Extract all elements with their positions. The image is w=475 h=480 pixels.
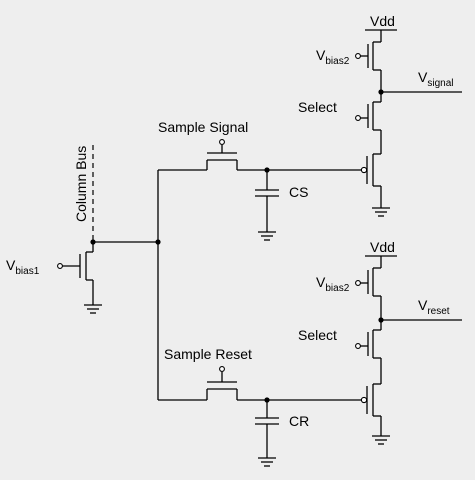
bias2-top-transistor [355, 41, 382, 92]
vdd-top-label: Vdd [370, 13, 395, 29]
select-top-transistor [355, 92, 382, 154]
sample-reset-label: Sample Reset [164, 346, 252, 362]
select-bottom-transistor [355, 320, 382, 384]
sample-signal-label: Sample Signal [158, 119, 248, 135]
cr-capacitor [255, 400, 279, 467]
signal-readout-chain: Vdd Vbias2 Vsignal [298, 13, 462, 217]
vbias2-top-label: Vbias2 [316, 47, 350, 67]
bias2-bottom-transistor [355, 267, 382, 320]
select-bottom-label: Select [298, 327, 337, 343]
cr-label: CR [289, 413, 309, 429]
select-top-label: Select [298, 99, 337, 115]
vreset-label: Vreset [418, 297, 450, 317]
cs-label: CS [289, 184, 308, 200]
cs-capacitor [255, 170, 279, 241]
vbias2-bottom-label: Vbias2 [316, 274, 350, 294]
vbias1-label: Vbias1 [6, 257, 40, 277]
ground-top-right [372, 207, 390, 217]
ground-bottom-right [372, 435, 390, 445]
source-follower-top-transistor [360, 153, 382, 208]
column-bus-label: Column Bus [73, 146, 89, 222]
reset-readout-chain: Vdd Vbias2 Vreset [298, 239, 462, 445]
sample-reset-switch: Sample Reset [158, 346, 362, 401]
vsignal-label: Vsignal [418, 69, 453, 89]
sample-signal-switch: Sample Signal [158, 119, 362, 171]
vdd-bottom-label: Vdd [370, 239, 395, 255]
source-follower-bottom-transistor [360, 383, 382, 436]
ground-bias1 [84, 304, 102, 314]
bias1-transistor [57, 242, 94, 305]
